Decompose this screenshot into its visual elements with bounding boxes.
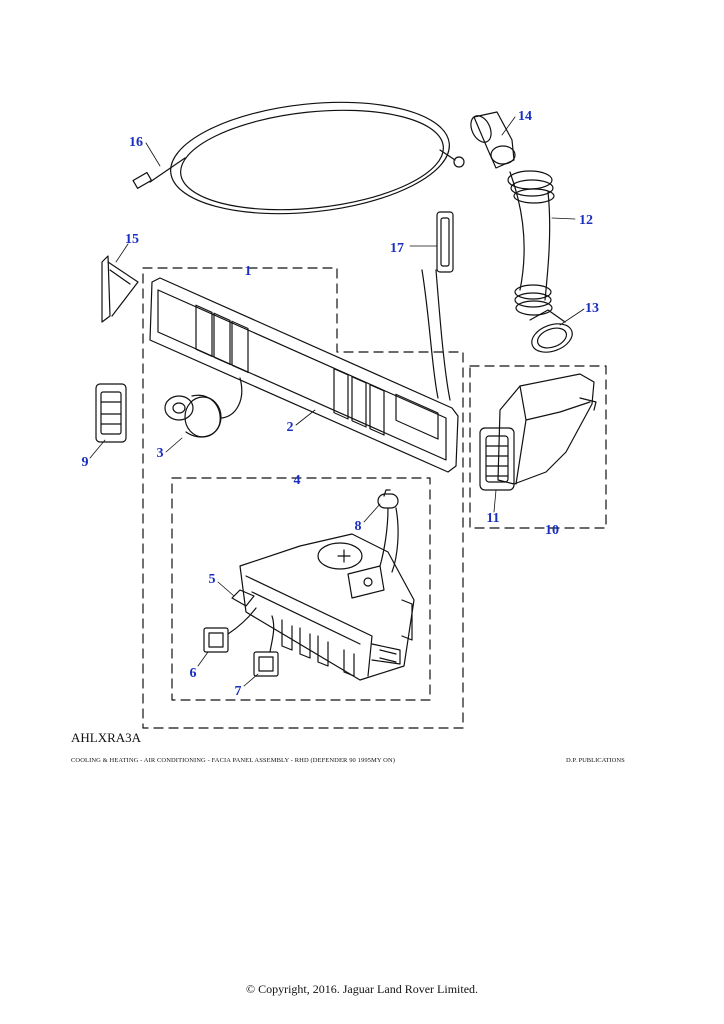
flexible-hose xyxy=(507,170,555,316)
callout-12: 12 xyxy=(579,213,593,228)
callout-10: 10 xyxy=(545,523,559,538)
bulb-holder xyxy=(377,489,399,573)
diagram-reference-code: AHLXRA3A xyxy=(71,730,142,745)
callout-3: 3 xyxy=(157,446,164,461)
callout-1: 1 xyxy=(245,264,252,279)
heater-control-unit xyxy=(239,533,415,681)
callout-9: 9 xyxy=(82,455,89,470)
facia-panel xyxy=(149,269,459,473)
callout-14: 14 xyxy=(518,109,532,124)
leader-lines xyxy=(89,116,585,687)
callout-16: 16 xyxy=(129,135,143,150)
rocker-switch-6 xyxy=(203,607,257,653)
callout-13: 13 xyxy=(585,301,599,316)
callout-4: 4 xyxy=(294,473,301,488)
callout-5: 5 xyxy=(209,572,216,587)
slot-vent xyxy=(436,211,454,273)
callout-15: 15 xyxy=(125,232,139,247)
blower-motor xyxy=(164,394,222,438)
rocker-switch-7 xyxy=(253,615,279,677)
group-outline-heater-control xyxy=(171,477,431,701)
publisher-label: D.P. PUBLICATIONS xyxy=(566,757,625,764)
louvre-vent xyxy=(95,383,127,443)
callout-7: 7 xyxy=(235,684,242,699)
callout-labels: 1 2 3 4 5 6 7 8 9 10 11 12 13 14 15 16 1… xyxy=(82,109,600,699)
control-cable xyxy=(132,101,465,215)
group-outline-vent-duct xyxy=(469,365,607,529)
callout-11: 11 xyxy=(486,511,499,526)
copyright-notice: © Copyright, 2016. Jaguar Land Rover Lim… xyxy=(245,982,479,996)
diagram-caption: COOLING & HEATING - AIR CONDITIONING - F… xyxy=(71,757,396,764)
hose-adaptor xyxy=(529,309,573,353)
side-vent xyxy=(101,255,139,323)
duct-elbow xyxy=(470,111,516,169)
connector xyxy=(231,589,255,607)
duct-louvre-vent xyxy=(479,427,515,491)
callout-17: 17 xyxy=(390,241,404,256)
group-outline-facia-assembly xyxy=(142,267,464,729)
callout-2: 2 xyxy=(287,420,294,435)
callout-6: 6 xyxy=(190,666,197,681)
callout-8: 8 xyxy=(355,519,362,534)
